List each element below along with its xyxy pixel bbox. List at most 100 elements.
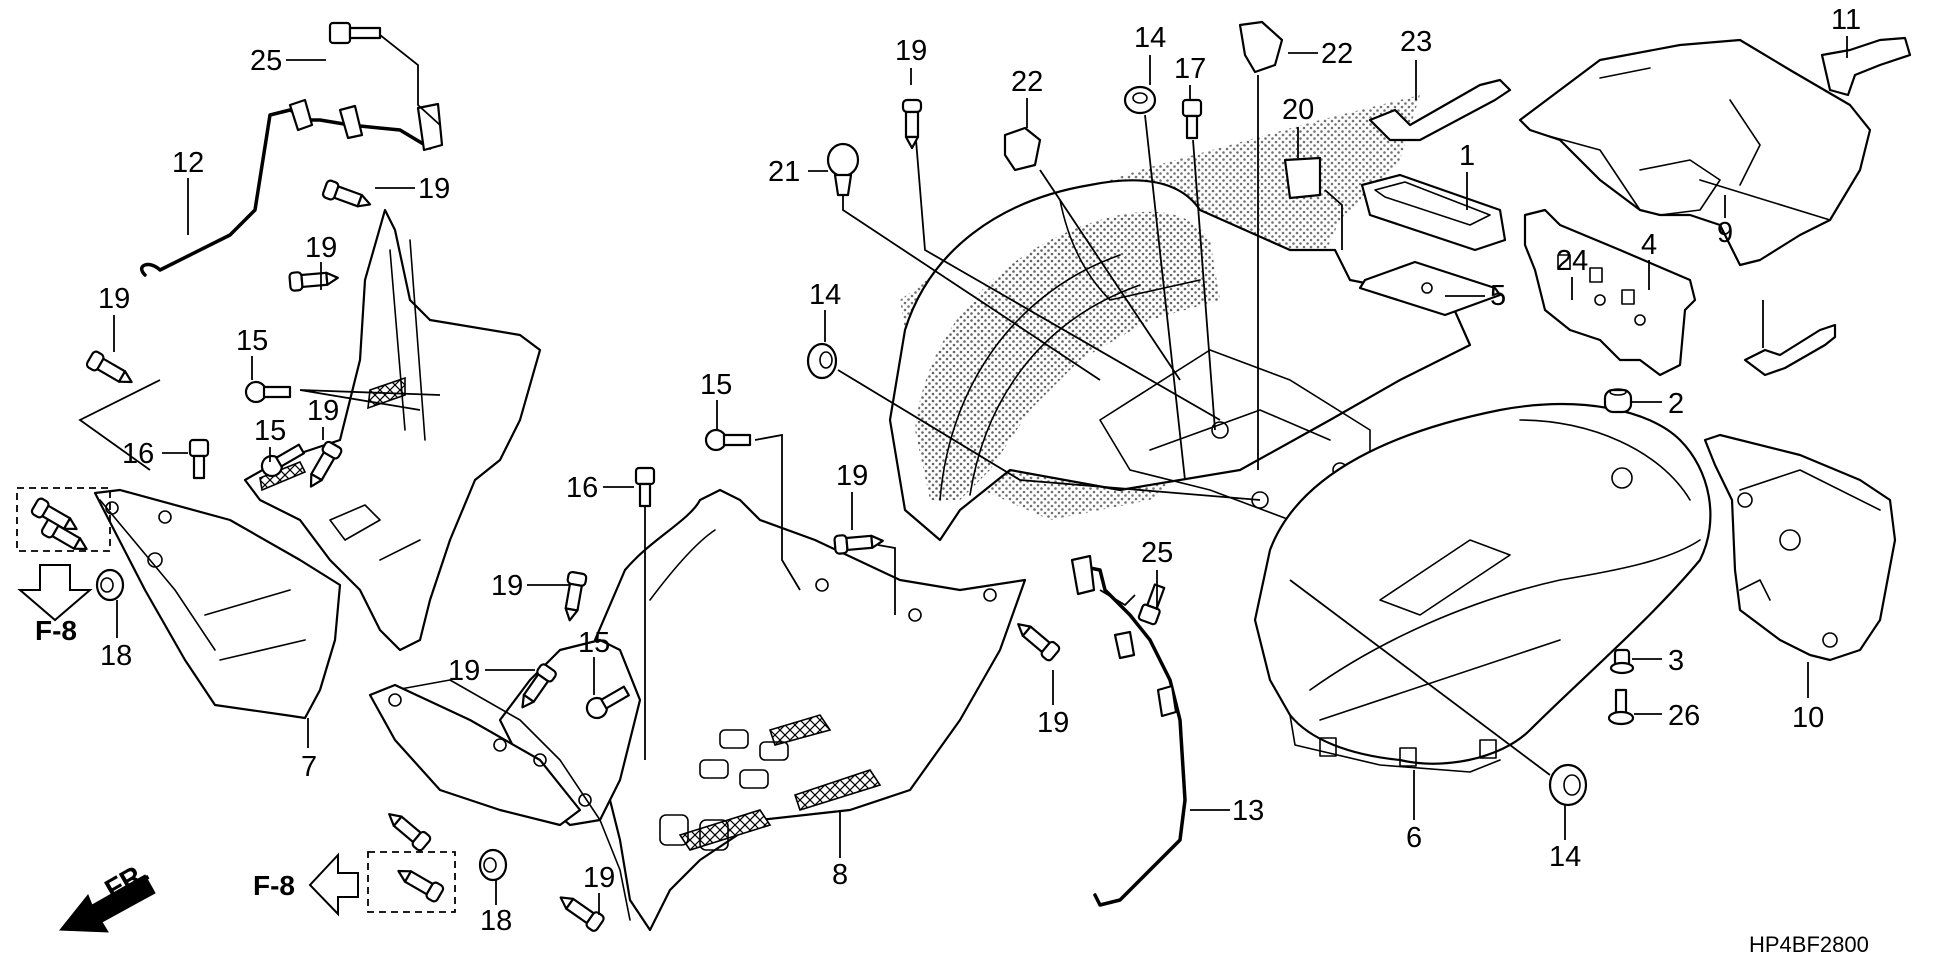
callout-19[interactable]: 19 bbox=[448, 655, 480, 687]
reference-arrow-left-icon bbox=[308, 852, 359, 917]
pad-part-5[interactable] bbox=[1358, 260, 1502, 317]
callout-15[interactable]: 15 bbox=[700, 369, 732, 401]
callout-20[interactable]: 20 bbox=[1282, 94, 1314, 126]
callout-10[interactable]: 10 bbox=[1792, 702, 1824, 734]
callout-19[interactable]: 19 bbox=[836, 460, 868, 492]
callout-19[interactable]: 19 bbox=[307, 395, 339, 427]
screw-icon bbox=[585, 685, 630, 720]
bolt-icon bbox=[1607, 688, 1635, 726]
reference-f8-left[interactable]: F-8 bbox=[35, 615, 77, 646]
tail-housing-part-10[interactable] bbox=[1703, 433, 1897, 662]
dashed-box-left bbox=[16, 487, 111, 552]
clip-icon bbox=[30, 497, 78, 531]
collar-icon bbox=[1609, 648, 1635, 675]
callout-14[interactable]: 14 bbox=[809, 279, 841, 311]
callout-22[interactable]: 22 bbox=[1011, 66, 1043, 98]
clip-22-icon bbox=[1003, 126, 1042, 172]
clip-21-icon bbox=[826, 142, 860, 197]
callout-12[interactable]: 12 bbox=[172, 147, 204, 179]
callout-21[interactable]: 21 bbox=[768, 156, 800, 188]
callout-19[interactable]: 19 bbox=[1037, 707, 1069, 739]
callout-24[interactable]: 24 bbox=[1556, 245, 1588, 277]
callout-7[interactable]: 7 bbox=[301, 751, 317, 783]
callout-11[interactable]: 11 bbox=[1831, 4, 1861, 36]
screw-icon bbox=[704, 428, 752, 452]
callout-26[interactable]: 26 bbox=[1668, 700, 1700, 732]
callout-19[interactable]: 19 bbox=[418, 173, 450, 205]
bolt-icon bbox=[634, 466, 656, 508]
callout-15[interactable]: 15 bbox=[236, 325, 268, 357]
callout-15[interactable]: 15 bbox=[254, 415, 286, 447]
rod-part-12[interactable] bbox=[140, 98, 444, 277]
callout-18[interactable]: 18 bbox=[480, 905, 512, 937]
callout-13[interactable]: 13 bbox=[1232, 795, 1264, 827]
bolt-icon bbox=[328, 21, 382, 45]
bolts bbox=[188, 21, 1635, 726]
dashed-box-bottom bbox=[367, 851, 456, 913]
callout-4[interactable]: 4 bbox=[1641, 229, 1657, 261]
clip-icon bbox=[521, 663, 557, 709]
rear-fender-part-6[interactable] bbox=[888, 179, 1712, 773]
callout-17[interactable]: 17 bbox=[1174, 53, 1206, 85]
clip-20-icon bbox=[1283, 156, 1322, 200]
reference-arrow-down-icon bbox=[17, 564, 93, 622]
clip-icon bbox=[833, 534, 884, 555]
clip-icon bbox=[397, 869, 445, 903]
callout-5[interactable]: 5 bbox=[1490, 280, 1506, 312]
callout-19[interactable]: 19 bbox=[895, 35, 927, 67]
diagram-code: HP4BF2800 bbox=[1749, 932, 1869, 957]
screw-icon bbox=[244, 380, 292, 404]
clip-icon bbox=[288, 271, 339, 292]
callout-2[interactable]: 2 bbox=[1668, 388, 1684, 420]
callout-19[interactable]: 19 bbox=[98, 283, 130, 315]
callout-16[interactable]: 16 bbox=[566, 472, 598, 504]
clip-icon bbox=[901, 98, 923, 150]
callout-19[interactable]: 19 bbox=[491, 570, 523, 602]
callout-19[interactable]: 19 bbox=[583, 862, 615, 894]
clip-icon bbox=[309, 440, 343, 488]
callout-14[interactable]: 14 bbox=[1549, 841, 1581, 873]
tray-part-1[interactable] bbox=[1360, 173, 1507, 252]
strap-part-23[interactable] bbox=[1368, 78, 1512, 142]
callout-19[interactable]: 19 bbox=[305, 232, 337, 264]
rubber-mount-icon bbox=[1603, 388, 1633, 414]
clip-icon bbox=[388, 813, 432, 852]
footrest-panel-part-8[interactable] bbox=[368, 488, 1027, 932]
callout-1[interactable]: 1 bbox=[1459, 140, 1475, 172]
callout-8[interactable]: 8 bbox=[832, 859, 848, 891]
rod-part-13[interactable] bbox=[1070, 554, 1187, 907]
grommet-icon bbox=[1123, 85, 1157, 115]
clip-icon bbox=[85, 350, 133, 384]
callout-15[interactable]: 15 bbox=[578, 627, 610, 659]
callout-6[interactable]: 6 bbox=[1406, 822, 1422, 854]
leader-lines bbox=[78, 34, 1848, 915]
clip-icon bbox=[1017, 623, 1061, 662]
latch-11-icon bbox=[1820, 36, 1912, 97]
clip-icon bbox=[321, 179, 372, 208]
bracket-part-4[interactable] bbox=[1523, 208, 1697, 377]
rear-cover-part-9[interactable] bbox=[1518, 38, 1872, 267]
bolt-icon bbox=[188, 438, 210, 480]
callout-22[interactable]: 22 bbox=[1321, 38, 1353, 70]
strap-part-24[interactable] bbox=[1743, 323, 1837, 377]
grommets bbox=[95, 20, 1912, 882]
callout-25[interactable]: 25 bbox=[250, 45, 282, 77]
callout-18[interactable]: 18 bbox=[100, 640, 132, 672]
nut-clip-icon bbox=[95, 568, 125, 602]
callout-23[interactable]: 23 bbox=[1400, 26, 1432, 58]
callout-16[interactable]: 16 bbox=[122, 438, 154, 470]
callout-3[interactable]: 3 bbox=[1668, 645, 1684, 677]
front-direction-arrow-icon bbox=[58, 874, 156, 933]
callout-14[interactable]: 14 bbox=[1134, 22, 1166, 54]
callout-25[interactable]: 25 bbox=[1141, 537, 1173, 569]
grommet-icon bbox=[1548, 763, 1588, 807]
reference-f8-bottom[interactable]: F-8 bbox=[253, 870, 295, 901]
bolt-icon bbox=[1137, 583, 1166, 626]
nut-clip-icon bbox=[478, 848, 508, 882]
bolt-icon bbox=[1181, 98, 1203, 140]
clip-icon bbox=[559, 896, 605, 932]
callout-9[interactable]: 9 bbox=[1717, 217, 1733, 249]
grommet-icon bbox=[806, 342, 838, 380]
screw-icon bbox=[260, 443, 305, 478]
